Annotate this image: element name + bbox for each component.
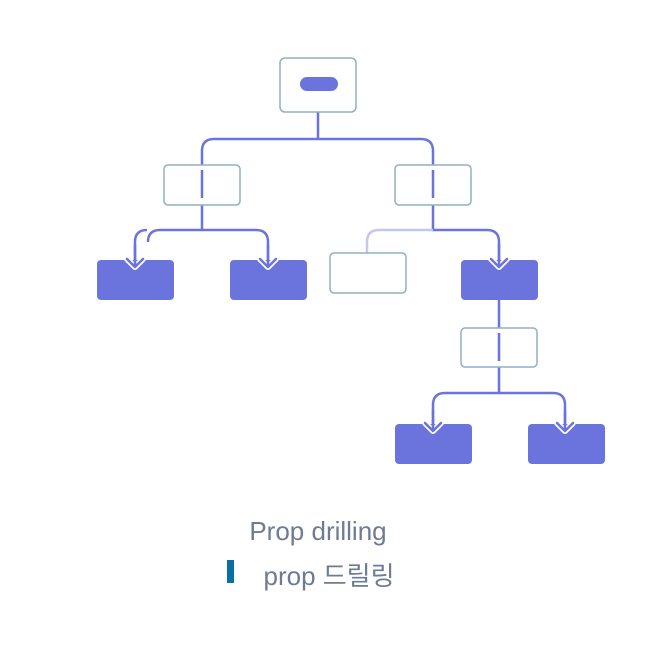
right-branch	[431, 205, 501, 266]
deep-branch	[431, 391, 567, 428]
state-pill-icon	[300, 77, 338, 91]
arrow-down-icon	[489, 243, 509, 269]
consumer-nodes	[97, 260, 605, 464]
arrow-down-icon	[423, 408, 443, 433]
root-node	[279, 57, 357, 113]
caption-subtitle: prop 드릴링	[263, 561, 395, 591]
left-branch-left	[133, 228, 148, 266]
arrowheads	[124, 243, 576, 434]
arrow-down-icon	[555, 408, 575, 433]
caption-marker	[227, 560, 234, 583]
connectors	[133, 92, 567, 428]
faded-link	[365, 228, 433, 253]
arrow-down-icon	[125, 243, 145, 269]
caption-title: Prop drilling	[249, 516, 387, 546]
arrow-down-icon	[258, 243, 278, 269]
intermediate-nodes	[163, 164, 538, 368]
left-branch	[146, 205, 270, 266]
unused-node	[329, 252, 407, 294]
root-branch	[200, 137, 435, 165]
